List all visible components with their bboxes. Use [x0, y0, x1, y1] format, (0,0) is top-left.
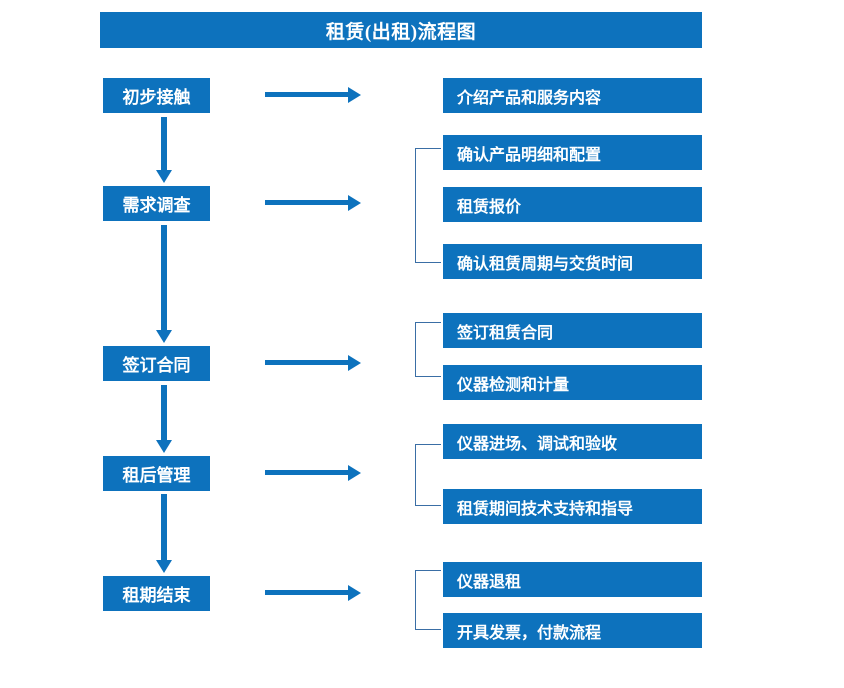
stage-box-needs-survey[interactable]: 需求调查	[103, 186, 210, 221]
arrow-head	[348, 465, 361, 481]
bracket-needs-survey-group	[415, 148, 441, 263]
arrow-shaft	[265, 360, 349, 365]
stage-box-rental-end[interactable]: 租期结束	[103, 576, 210, 611]
stage-box-post-rent-mgmt[interactable]: 租后管理	[103, 456, 210, 491]
horizontal-arrow-post-rent-mgmt	[265, 465, 361, 481]
detail-box-invoice-payment[interactable]: 开具发票，付款流程	[443, 613, 702, 648]
arrow-head	[348, 355, 361, 371]
arrow-head	[156, 170, 172, 183]
stage-box-initial-contact[interactable]: 初步接触	[103, 78, 210, 113]
arrow-shaft	[265, 200, 349, 205]
detail-box-rental-quotation[interactable]: 租赁报价	[443, 187, 702, 222]
arrow-shaft	[161, 494, 167, 560]
detail-box-instrument-entry-commission[interactable]: 仪器进场、调试和验收	[443, 424, 702, 459]
arrow-shaft	[265, 92, 349, 97]
detail-box-tech-support-guidance[interactable]: 租赁期间技术支持和指导	[443, 489, 702, 524]
stage-box-sign-contract[interactable]: 签订合同	[103, 346, 210, 381]
vertical-arrow-mgmt-to-end	[156, 494, 172, 573]
arrow-head	[348, 585, 361, 601]
arrow-head	[156, 440, 172, 453]
arrow-head	[156, 560, 172, 573]
horizontal-arrow-initial-contact	[265, 87, 361, 103]
detail-box-instrument-test-meter[interactable]: 仪器检测和计量	[443, 365, 702, 400]
arrow-shaft	[161, 225, 167, 330]
horizontal-arrow-rental-end	[265, 585, 361, 601]
bracket-sign-contract-group	[415, 322, 441, 377]
detail-box-instrument-return[interactable]: 仪器退租	[443, 562, 702, 597]
detail-box-confirm-period-delivery[interactable]: 确认租赁周期与交货时间	[443, 244, 702, 279]
horizontal-arrow-needs-survey	[265, 195, 361, 211]
detail-box-confirm-spec-config[interactable]: 确认产品明细和配置	[443, 135, 702, 170]
bracket-rental-end-group	[415, 570, 441, 630]
vertical-arrow-contract-to-mgmt	[156, 385, 172, 453]
arrow-shaft	[161, 385, 167, 440]
arrow-shaft	[265, 590, 349, 595]
arrow-head	[348, 87, 361, 103]
chart-title: 租赁(出租)流程图	[100, 12, 702, 48]
arrow-shaft	[161, 117, 167, 170]
bracket-post-rent-mgmt-group	[415, 444, 441, 506]
vertical-arrow-survey-to-contract	[156, 225, 172, 343]
horizontal-arrow-sign-contract	[265, 355, 361, 371]
detail-box-intro-products[interactable]: 介绍产品和服务内容	[443, 78, 702, 113]
vertical-arrow-contact-to-survey	[156, 117, 172, 183]
arrow-head	[156, 330, 172, 343]
arrow-head	[348, 195, 361, 211]
arrow-shaft	[265, 470, 349, 475]
detail-box-sign-rental-contract[interactable]: 签订租赁合同	[443, 313, 702, 348]
